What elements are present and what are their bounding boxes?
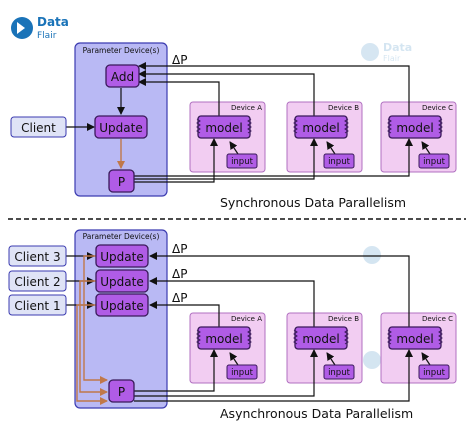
sync-device-c-title: Device C [422, 104, 453, 112]
arrow-input-c [421, 141, 431, 155]
async-device-a-title: Device A [231, 315, 262, 323]
logo-text-1: Data [37, 15, 69, 29]
sync-device-a-title: Device A [231, 104, 262, 112]
async-update-3: Update [95, 244, 149, 268]
sync-delta-p-label: ΔP [172, 53, 187, 67]
sync-p-node: P [108, 169, 135, 193]
async-client-2: Client 2 [8, 270, 67, 292]
arrow-async-deltap-b [149, 277, 315, 327]
arrow-update1-to-p [76, 304, 108, 405]
arrow-async-p-to-model-a [134, 349, 218, 392]
sync-parameter-device-title: Parameter Device(s) [83, 46, 160, 55]
async-model-c-label: model [396, 332, 433, 346]
arrow-p-to-model-a [134, 138, 218, 183]
async-client-1-label: Client 1 [14, 299, 60, 313]
async-input-a-label: input [231, 368, 254, 378]
async-client-3: Client 3 [8, 245, 67, 267]
async-update-to-p-arrows [76, 255, 108, 405]
arrow-async-p-to-model-c [134, 349, 413, 402]
arrow-update3-to-p [83, 255, 108, 384]
async-p-node: P [108, 379, 135, 403]
sync-model-b: model [293, 115, 349, 139]
async-model-b-label: model [302, 332, 339, 346]
async-input-c: input [418, 364, 450, 380]
sync-input-a-label: input [231, 157, 254, 167]
arrow-deltap-b [138, 70, 315, 116]
arrow-async-deltap-c [149, 252, 410, 327]
async-client-2-label: Client 2 [14, 275, 60, 289]
sync-input-c: input [418, 153, 450, 169]
sync-input-c-label: input [423, 157, 446, 167]
arrow-p-to-model-c [134, 138, 413, 177]
sync-input-b-label: input [328, 157, 351, 167]
sync-device-b-title: Device B [328, 104, 359, 112]
sync-add-node: Add [105, 64, 140, 88]
arrow-async-input-a [229, 352, 239, 366]
arrow-deltap-a [138, 78, 220, 116]
async-parameter-device-title: Parameter Device(s) [83, 232, 160, 241]
sync-model-a-label: model [205, 121, 242, 135]
async-update-1-label: Update [100, 299, 143, 313]
sync-client-node: Client [10, 116, 67, 138]
async-client-1: Client 1 [8, 294, 67, 316]
sync-add-label: Add [111, 70, 134, 84]
async-model-a-label: model [205, 332, 242, 346]
sync-p-label: P [118, 175, 125, 189]
arrow-p-to-model-b [134, 138, 318, 180]
watermark-text-2: Flair [383, 54, 401, 63]
async-device-b-title: Device B [328, 315, 359, 323]
sync-input-b: input [323, 153, 355, 169]
sync-arrows [66, 62, 431, 183]
arrow-async-input-c [421, 352, 431, 366]
logo-text-2: Flair [37, 31, 57, 41]
async-input-a: input [226, 364, 258, 380]
async-input-b-label: input [328, 368, 351, 378]
async-update-2-label: Update [100, 275, 143, 289]
async-delta-p-label-1: ΔP [172, 291, 187, 305]
async-p-label: P [118, 385, 125, 399]
arrow-async-p-to-model-b [134, 349, 318, 397]
sync-update-label: Update [99, 121, 142, 135]
async-delta-p-label-3: ΔP [172, 242, 187, 256]
async-model-c: model [387, 326, 443, 350]
sync-model-c-label: model [396, 121, 433, 135]
sync-input-a: input [226, 153, 258, 169]
watermark-text-1: Data [383, 41, 412, 54]
async-delta-p-label-2: ΔP [172, 267, 187, 281]
sync-update-node: Update [94, 115, 148, 139]
arrow-input-a [229, 141, 239, 155]
async-model-b: model [293, 326, 349, 350]
dataflair-logo: Data Flair [11, 15, 69, 41]
arrow-update2-to-p [79, 280, 108, 396]
sync-client-label: Client [21, 121, 56, 135]
sync-model-b-label: model [302, 121, 339, 135]
arrow-deltap-c [138, 62, 410, 116]
async-update-3-label: Update [100, 250, 143, 264]
sync-model-c: model [387, 115, 443, 139]
async-client-3-label: Client 3 [14, 250, 60, 264]
arrow-async-deltap-a [149, 301, 220, 327]
arrow-input-b [326, 141, 336, 155]
async-input-c-label: input [423, 368, 446, 378]
async-model-a: model [196, 326, 252, 350]
async-update-2: Update [95, 269, 149, 293]
async-device-c-title: Device C [422, 315, 453, 323]
async-caption: Asynchronous Data Parallelism [220, 406, 413, 421]
arrow-async-input-b [326, 352, 336, 366]
async-input-b: input [323, 364, 355, 380]
sync-caption: Synchronous Data Parallelism [220, 195, 406, 210]
async-update-1: Update [95, 293, 149, 317]
sync-model-a: model [196, 115, 252, 139]
